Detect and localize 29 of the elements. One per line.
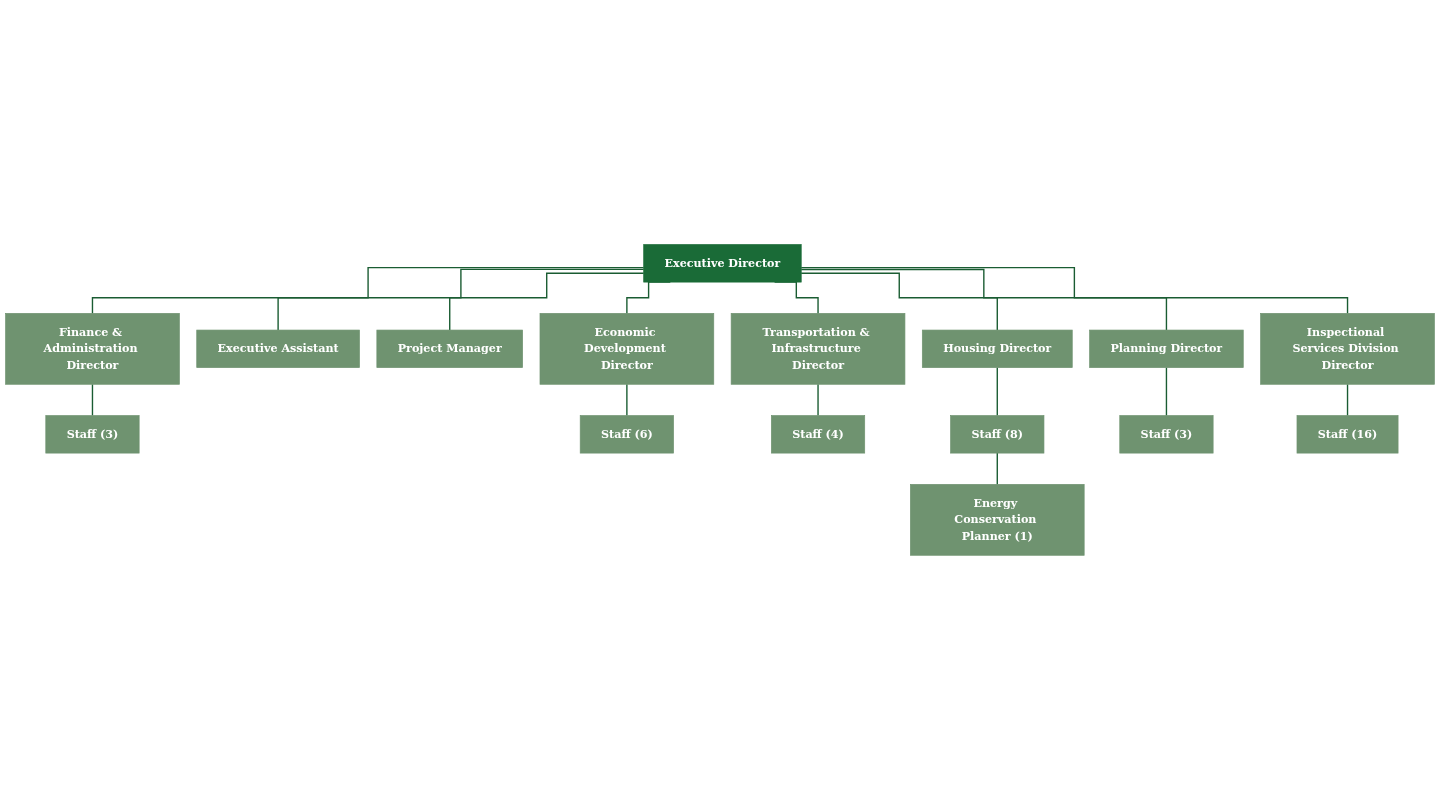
node-box: Executive Director [643, 244, 802, 283]
node-box: Energy Conservation Planner (1) [910, 484, 1085, 556]
connector [800, 272, 998, 331]
node-box: Staff (6) [579, 415, 674, 454]
connector [277, 268, 645, 331]
node-box: Planning Director [1089, 329, 1244, 369]
connector [800, 268, 1168, 331]
connector [1165, 367, 1168, 417]
connector [800, 267, 1349, 315]
node-box: Staff (3) [45, 415, 140, 454]
node-box: Finance & Administration Director [5, 313, 180, 385]
connector [449, 272, 645, 331]
node-box: Inspectional Services Division Director [1260, 313, 1435, 385]
node-box: Staff (3) [1119, 415, 1214, 454]
connector [1346, 383, 1349, 417]
connector [817, 383, 819, 417]
node-box: Housing Director [921, 329, 1073, 369]
node-box: Transportation & Infrastructure Director [730, 313, 906, 385]
connector [626, 383, 628, 417]
node-box: Executive Assistant [196, 329, 360, 369]
node-box: Project Manager [376, 329, 523, 369]
connector [996, 367, 998, 417]
node-box: Economic Development Director [539, 313, 715, 385]
connector [996, 452, 998, 486]
connector [91, 383, 94, 417]
node-box: Staff (16) [1296, 415, 1399, 454]
node-box: Staff (4) [771, 415, 866, 454]
node-box: Staff (8) [950, 415, 1045, 454]
connector [91, 267, 645, 315]
